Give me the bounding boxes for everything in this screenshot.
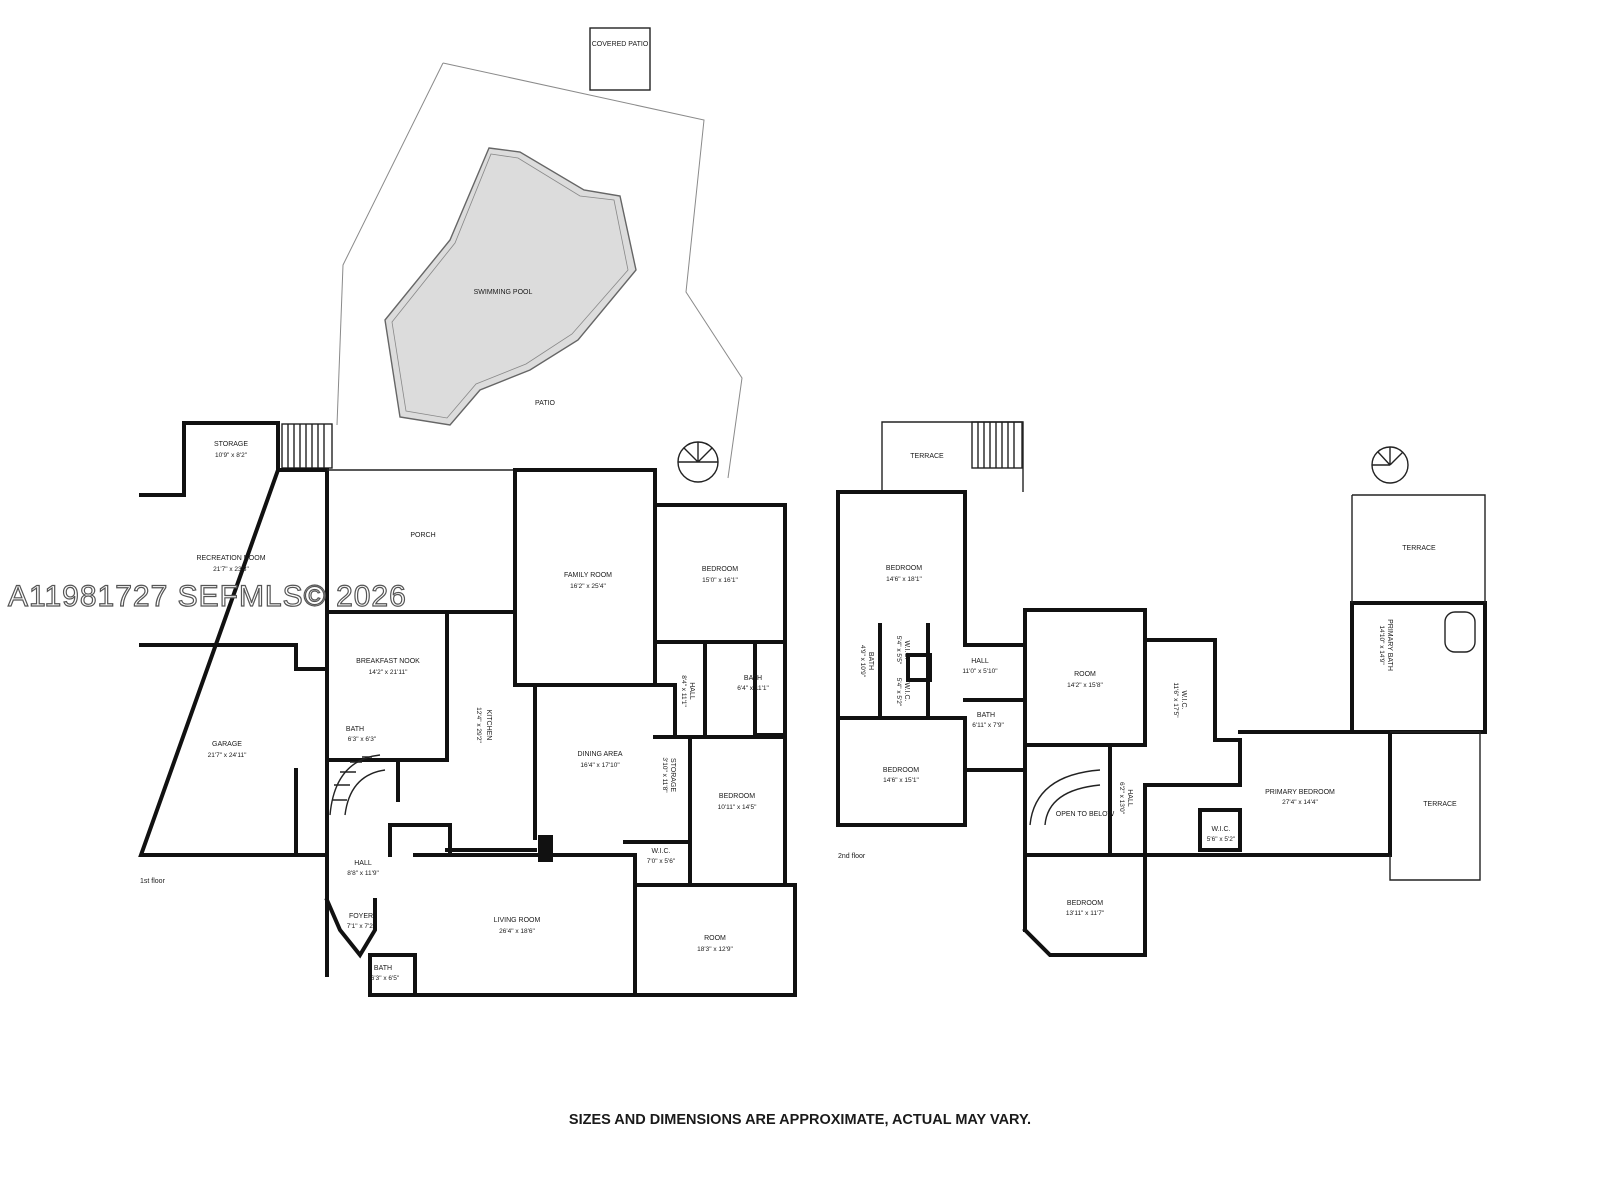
kitchen-dim: 12'4" x 29'2"	[475, 707, 482, 743]
storage-label: STORAGE	[214, 441, 248, 448]
bedroom-3-dim: 14'6" x 18'1"	[886, 576, 922, 583]
garage-dim: 21'7" x 24'11"	[208, 752, 247, 759]
bedroom-1-label: BEDROOM	[702, 566, 738, 573]
bedroom-5-label: BEDROOM	[1067, 900, 1103, 907]
hall-2-dim: 8'8" x 11'9"	[347, 870, 379, 877]
storage-dim: 10'9" x 8'2"	[215, 452, 248, 459]
recreation-room-dim: 21'7" x 23'3"	[213, 566, 249, 573]
outdoor-area	[281, 27, 743, 483]
bath-2-label: BATH	[744, 675, 762, 682]
spiral-stair-2	[1371, 446, 1409, 484]
bath-3-dim: 6'3" x 6'5"	[371, 975, 400, 982]
dining-area-dim: 16'4" x 17'10"	[580, 762, 620, 769]
foyer-label: FOYER	[349, 913, 373, 920]
bath-2-dim: 6'4" x 11'1"	[737, 685, 769, 692]
covered-patio-outline	[589, 27, 651, 91]
patio-outline	[336, 62, 743, 479]
swimming-pool-label: SWIMMING POOL	[474, 289, 533, 296]
bedroom-1-dim: 15'0" x 16'1"	[702, 577, 738, 584]
bedroom-4-label: BEDROOM	[883, 767, 919, 774]
family-room-label: FAMILY ROOM	[564, 572, 612, 579]
primary-bath-label: PRIMARY BATH	[1386, 619, 1393, 671]
swimming-pool-shape	[384, 147, 637, 426]
living-room-label: LIVING ROOM	[494, 917, 541, 924]
open-to-below-label: OPEN TO BELOW	[1056, 811, 1115, 818]
room-1-label: ROOM	[704, 935, 726, 942]
dining-area-label: DINING AREA	[577, 751, 622, 758]
bath-1-dim: 6'3" x 6'3"	[348, 736, 377, 743]
first-floor-walls	[138, 421, 797, 997]
primary-bedroom-label: PRIMARY BEDROOM	[1265, 789, 1335, 796]
primary-bath-dim: 14'10" x 14'9"	[1378, 625, 1385, 665]
room-1-dim: 18'3" x 12'9"	[697, 946, 733, 953]
room-2-dim: 14'2" x 15'8"	[1067, 682, 1103, 689]
wic-1-label: W.I.C.	[651, 848, 670, 855]
exterior-stair-1	[281, 423, 333, 469]
hall-1-dim: 8'4" x 11'1"	[680, 675, 687, 707]
bath-1-label: BATH	[346, 726, 364, 733]
wic-3-dim: 5'4" x 5'2"	[895, 678, 902, 707]
bedroom-5-dim: 13'11" x 11'7"	[1066, 910, 1105, 917]
kitchen-label: KITCHEN	[485, 710, 492, 741]
family-room-dim: 16'2" x 25'4"	[570, 583, 606, 590]
disclaimer-text: SIZES AND DIMENSIONS ARE APPROXIMATE, AC…	[568, 1112, 1032, 1128]
swimming-pool-coping	[391, 153, 629, 419]
wic-2-dim: 5'4" x 5'5"	[895, 636, 902, 665]
bedroom-2-dim: 10'11" x 14'5"	[718, 804, 757, 811]
primary-bedroom-dim: 27'4" x 14'4"	[1282, 799, 1318, 806]
breakfast-nook-label: BREAKFAST NOOK	[356, 658, 420, 665]
terrace-3-label: TERRACE	[1423, 801, 1457, 808]
second-floor-walls	[836, 421, 1487, 957]
bath-4-dim: 4'9" x 10'9"	[859, 645, 866, 678]
breakfast-nook-dim: 14'2" x 21'11"	[369, 669, 408, 676]
exterior-stair-2	[971, 421, 1023, 469]
wic-4-label: W.I.C.	[1180, 690, 1187, 709]
foyer-dim: 7'1" x 7'2"	[347, 923, 376, 930]
hall-4-dim: 6'2" x 13'0"	[1118, 782, 1125, 815]
bath-5-dim: 6'11" x 7'9"	[972, 722, 1004, 729]
hall-4-label: HALL	[1126, 789, 1133, 807]
bath-4-label: BATH	[867, 652, 874, 670]
terrace-2-label: TERRACE	[1402, 545, 1436, 552]
mls-watermark: A11981727 SEFMLS© 2026	[7, 579, 407, 613]
bedroom-2-label: BEDROOM	[719, 793, 755, 800]
wic-2-label: W.I.C.	[903, 640, 910, 659]
hall-1-label: HALL	[688, 682, 695, 700]
recreation-room-label: RECREATION ROOM	[196, 555, 265, 562]
bath-3-label: BATH	[374, 965, 392, 972]
storage-2-label: STORAGE	[669, 758, 676, 792]
hall-3-label: HALL	[971, 658, 989, 665]
patio-label: PATIO	[535, 400, 556, 407]
bath-5-label: BATH	[977, 712, 995, 719]
room-2-label: ROOM	[1074, 671, 1096, 678]
room-labels: COVERED PATIO SWIMMING POOL PATIO STORAG…	[140, 41, 1457, 982]
curved-stair-1	[329, 754, 386, 816]
storage-2-dim: 3'10" x 11'8"	[661, 757, 668, 793]
wic-5-label: W.I.C.	[1211, 826, 1230, 833]
bedroom-3-label: BEDROOM	[886, 565, 922, 572]
terrace-1-label: TERRACE	[910, 453, 944, 460]
hall-2-label: HALL	[354, 860, 372, 867]
porch-label: PORCH	[410, 532, 435, 539]
covered-patio-label: COVERED PATIO	[592, 41, 649, 48]
living-room-dim: 26'4" x 18'6"	[499, 928, 535, 935]
wic-1-dim: 7'0" x 5'6"	[647, 858, 676, 865]
wic-5-dim: 5'6" x 5'2"	[1207, 836, 1236, 843]
wic-3-label: W.I.C.	[903, 682, 910, 701]
curved-stair-2	[1029, 769, 1101, 826]
hall-3-dim: 11'0" x 5'10"	[962, 668, 998, 675]
second-floor-label: 2nd floor	[838, 853, 866, 860]
bedroom-4-dim: 14'6" x 15'1"	[883, 777, 919, 784]
garage-label: GARAGE	[212, 741, 242, 748]
spiral-stair-1	[677, 441, 719, 483]
wic-4-dim: 11'6" x 17'5"	[1172, 682, 1179, 718]
first-floor-label: 1st floor	[140, 878, 166, 885]
